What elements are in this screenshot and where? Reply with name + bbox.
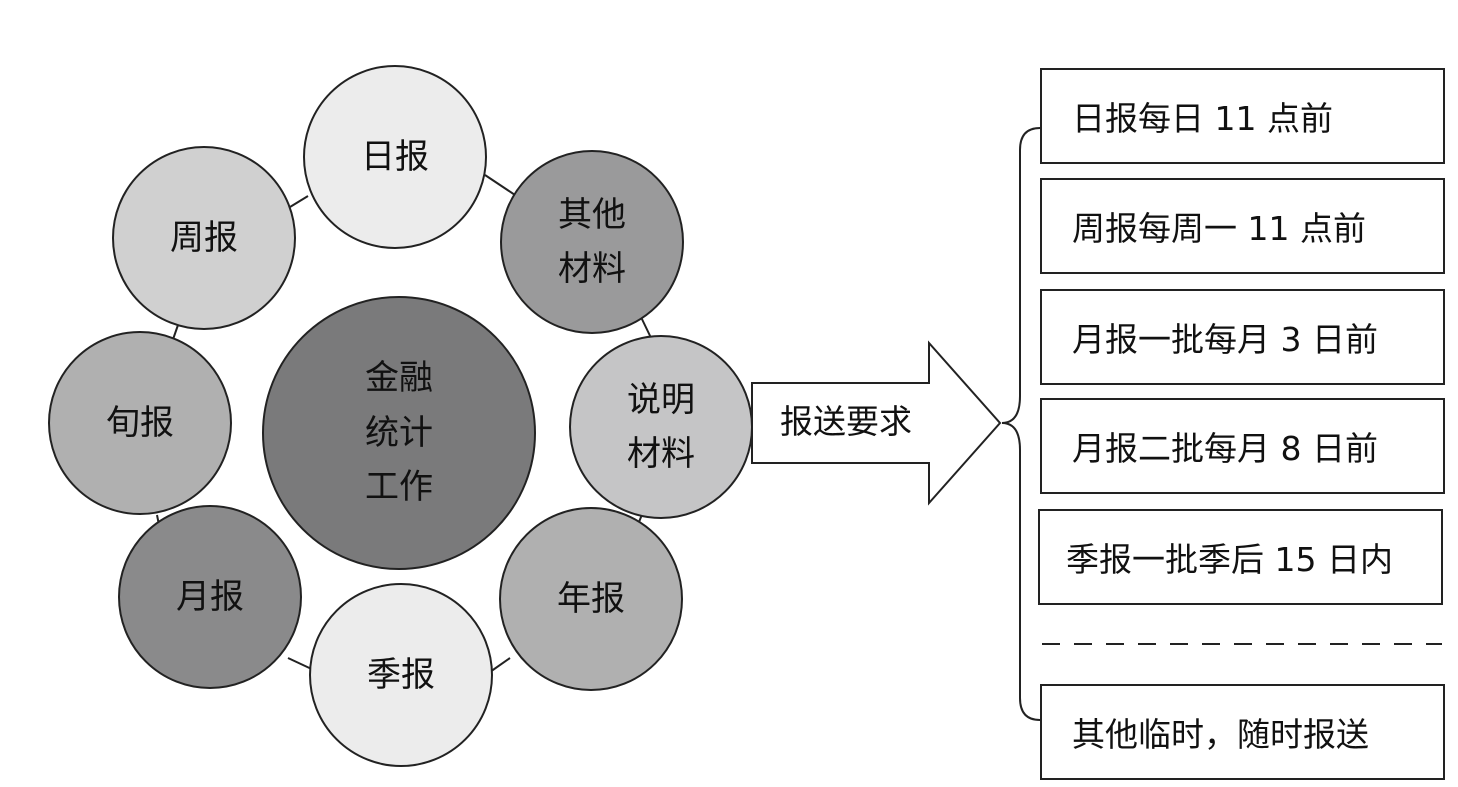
node-other-materials: 其他 材料 [500, 150, 684, 334]
node-label: 月报 [176, 576, 244, 617]
requirement-box: 月报二批每月 8 日前 [1040, 398, 1445, 494]
requirement-box: 季报一批季后 15 日内 [1038, 509, 1443, 605]
node-annual: 年报 [499, 507, 683, 691]
node-label: 说明 [627, 379, 695, 420]
node-quarterly: 季报 [309, 583, 493, 767]
requirement-box: 月报一批每月 3 日前 [1040, 289, 1445, 385]
node-label: 日报 [361, 136, 429, 177]
node-label: 季报 [367, 654, 435, 695]
node-label: 材料 [558, 249, 626, 289]
requirement-text: 其他临时，随时报送 [1072, 715, 1369, 754]
requirement-text: 季报一批季后 15 日内 [1066, 540, 1393, 579]
node-monthly: 月报 [118, 505, 302, 689]
center-node-line: 统计 [365, 412, 433, 453]
requirement-text: 周报每周一 11 点前 [1072, 209, 1366, 248]
node-explanation-materials: 说明 材料 [569, 335, 753, 519]
curly-brace [1001, 127, 1041, 721]
requirements-arrow [751, 340, 1002, 506]
node-daily: 日报 [303, 65, 487, 249]
node-label: 旬报 [106, 402, 174, 443]
requirement-text: 日报每日 11 点前 [1072, 99, 1333, 138]
center-node-line: 工作 [365, 467, 433, 508]
center-node: 金融 统计 工作 [262, 296, 536, 570]
node-label: 其他 [558, 194, 626, 235]
arrow-label: 报送要求 [780, 402, 912, 441]
ring-connector [289, 195, 309, 208]
node-ten-day: 旬报 [48, 331, 232, 515]
node-label: 材料 [627, 434, 695, 474]
ring-connector [489, 657, 511, 673]
center-node-line: 金融 [365, 358, 433, 399]
node-label: 周报 [170, 217, 238, 258]
requirement-text: 月报二批每月 8 日前 [1072, 429, 1378, 468]
requirement-box: 其他临时，随时报送 [1040, 684, 1445, 780]
node-label: 年报 [557, 578, 625, 619]
requirement-box: 日报每日 11 点前 [1040, 68, 1445, 164]
ring-connector [484, 174, 516, 196]
node-weekly: 周报 [112, 146, 296, 330]
requirement-text: 月报一批每月 3 日前 [1072, 320, 1378, 359]
requirement-box: 周报每周一 11 点前 [1040, 178, 1445, 274]
